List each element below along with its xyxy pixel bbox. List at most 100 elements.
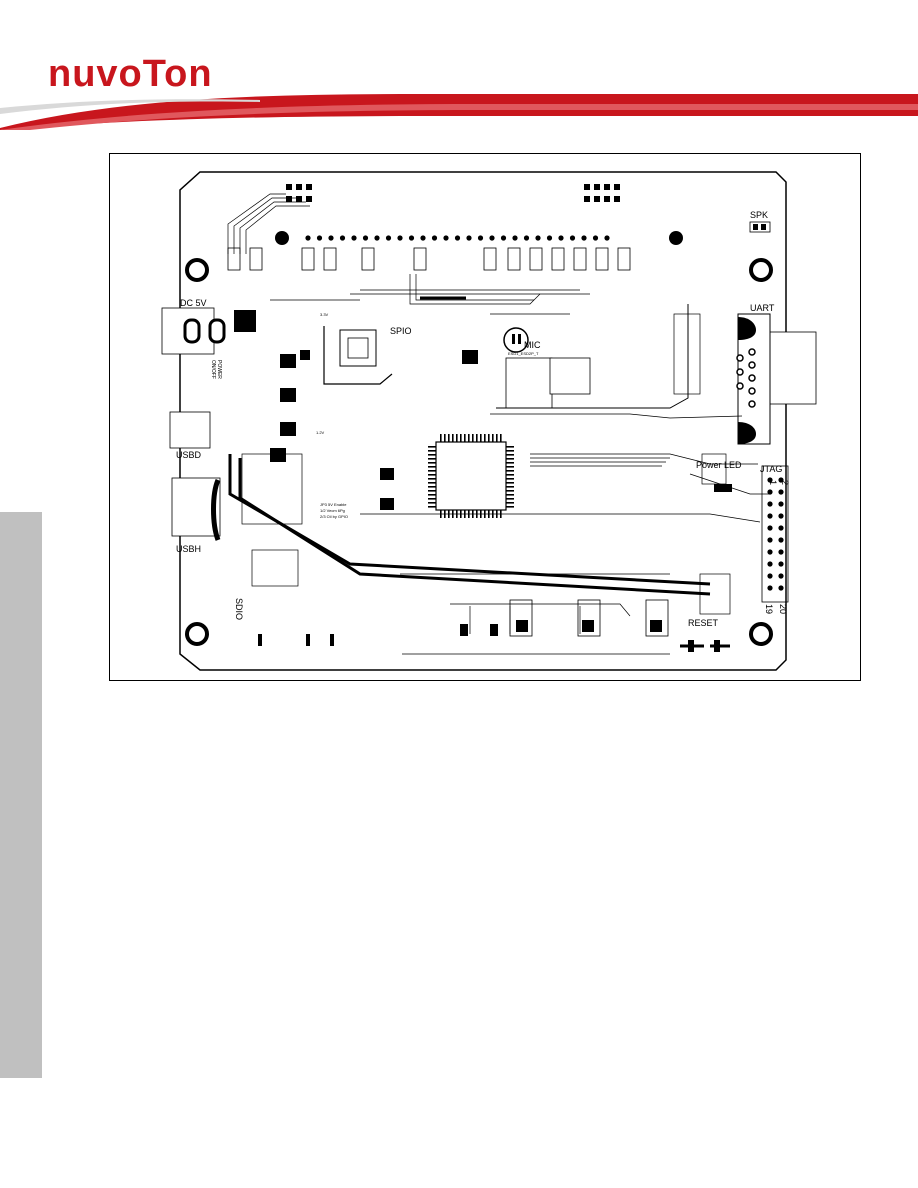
jtag-pin bbox=[767, 513, 773, 519]
mcu-pin bbox=[476, 434, 478, 442]
mcu-pin bbox=[472, 510, 474, 518]
jtag-pin bbox=[778, 513, 784, 519]
header-pin bbox=[420, 235, 426, 241]
mcu-pin bbox=[460, 510, 462, 518]
mcu-pin bbox=[506, 446, 514, 448]
label-esd-part: ESD1_ESD2P_T bbox=[508, 351, 539, 356]
mcu-pin bbox=[506, 474, 514, 476]
mcu-pin bbox=[448, 510, 450, 518]
label-on-off: ON/OFF bbox=[210, 360, 216, 379]
header-pin bbox=[362, 235, 369, 241]
mcu-pin bbox=[492, 510, 494, 518]
header-pin bbox=[351, 235, 357, 241]
mcu-pin bbox=[428, 458, 436, 460]
header-pin bbox=[305, 235, 311, 241]
jtag-pin bbox=[778, 549, 784, 555]
mcu-pin bbox=[440, 510, 442, 518]
label-1v2: 1.2V bbox=[316, 430, 325, 435]
jtag-pin bbox=[767, 477, 773, 483]
mcu-pin bbox=[488, 510, 490, 518]
header-pin bbox=[581, 235, 587, 241]
mcu-pin bbox=[500, 510, 502, 518]
jtag-pin bbox=[778, 477, 784, 483]
label-3v3: 3.3V bbox=[320, 312, 329, 317]
mcu-pin bbox=[428, 490, 436, 492]
nuvoton-logo: nuvoTon bbox=[48, 58, 213, 95]
mcu-pin bbox=[506, 466, 514, 468]
jtag-pin bbox=[778, 585, 784, 591]
label-uart: UART bbox=[750, 303, 775, 313]
header-pin bbox=[454, 235, 461, 241]
header-pin bbox=[489, 235, 495, 241]
jtag-pin bbox=[767, 549, 773, 555]
mcu-pin bbox=[472, 434, 474, 442]
mcu-pin bbox=[492, 434, 494, 442]
header-pin bbox=[443, 235, 449, 241]
mcu-pin bbox=[506, 454, 514, 456]
label-spio: SPIO bbox=[390, 326, 412, 336]
label-usbh: USBH bbox=[176, 544, 201, 554]
mcu-pin bbox=[506, 458, 514, 460]
pcb-layout-diagram: DC 5V POWER ON/OFF USBD USBH SPIO MIC UA… bbox=[161, 171, 817, 671]
label-reset: RESET bbox=[688, 618, 719, 628]
header-pin bbox=[558, 235, 564, 241]
logo-text: nuvoTon bbox=[48, 58, 213, 95]
mcu-pin bbox=[506, 486, 514, 488]
mcu-pin bbox=[480, 510, 482, 518]
label-mic: MIC bbox=[524, 340, 541, 350]
jumper-note-3: 2/3 Ctl by GPIO bbox=[320, 514, 348, 519]
mcu-pin bbox=[484, 510, 486, 518]
label-pin-19: 19 bbox=[764, 604, 774, 614]
label-dc-5v: DC 5V bbox=[180, 298, 207, 308]
mcu-pin bbox=[428, 474, 436, 476]
mcu-pin bbox=[428, 450, 436, 452]
header-pin bbox=[431, 235, 438, 241]
mcu-pin bbox=[428, 482, 436, 484]
mcu-pin bbox=[448, 434, 450, 442]
header-pin bbox=[374, 235, 380, 241]
jumper-note-1: JP3 5V Enable bbox=[320, 502, 347, 507]
label-power: POWER bbox=[216, 360, 222, 379]
mcu-pin bbox=[428, 478, 436, 480]
mcu-pin bbox=[440, 434, 442, 442]
mcu-pin bbox=[428, 494, 436, 496]
jtag-pin bbox=[767, 561, 773, 567]
mcu-pin bbox=[506, 502, 514, 504]
mcu-pin bbox=[496, 434, 498, 442]
header-swoosh bbox=[0, 94, 918, 130]
mcu-pin bbox=[464, 434, 466, 442]
label-power-led: Power LED bbox=[696, 460, 742, 470]
mcu-pin bbox=[428, 502, 436, 504]
header-pin bbox=[592, 235, 599, 241]
mcu-pin bbox=[452, 510, 454, 518]
jtag-pin bbox=[778, 501, 784, 507]
jtag-pin bbox=[767, 501, 773, 507]
jtag-pin bbox=[778, 573, 784, 579]
mcu-pin bbox=[484, 434, 486, 442]
jtag-pin bbox=[778, 537, 784, 543]
header-pin bbox=[385, 235, 392, 241]
mcu-pin bbox=[468, 510, 470, 518]
mcu-pin bbox=[506, 490, 514, 492]
mcu-pin bbox=[456, 434, 458, 442]
mcu-pin bbox=[428, 466, 436, 468]
header-pin bbox=[535, 235, 541, 241]
header-pin bbox=[316, 235, 323, 241]
header-pin bbox=[397, 235, 403, 241]
mcu-pin bbox=[506, 462, 514, 464]
mcu-pin bbox=[428, 470, 436, 472]
mcu-pin bbox=[506, 498, 514, 500]
jtag-pin bbox=[767, 537, 773, 543]
label-sdio: SDIO bbox=[234, 598, 244, 620]
header-pin bbox=[466, 235, 472, 241]
header-pin bbox=[512, 235, 518, 241]
label-usbd: USBD bbox=[176, 450, 202, 460]
jtag-pin bbox=[767, 525, 773, 531]
pcb-figure-frame: DC 5V POWER ON/OFF USBD USBH SPIO MIC UA… bbox=[109, 153, 861, 681]
mcu-pin bbox=[456, 510, 458, 518]
mcu-pin bbox=[428, 446, 436, 448]
header-pin bbox=[546, 235, 553, 241]
jtag-pin bbox=[778, 489, 784, 495]
header-pin bbox=[569, 235, 576, 241]
header-pin bbox=[339, 235, 346, 241]
